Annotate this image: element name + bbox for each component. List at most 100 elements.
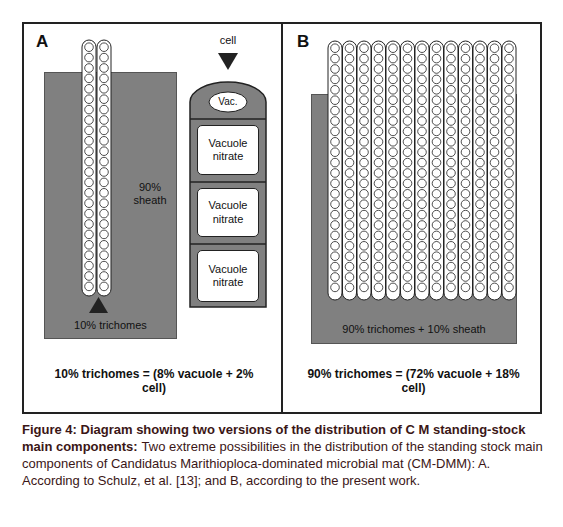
trichome-cell [85,282,94,291]
trichome-cell [447,44,456,53]
trichome-cell [461,86,470,95]
trichome-cell [403,106,412,115]
trichome-cell [374,283,383,292]
trichome-cell [331,148,340,157]
trichome-cell [403,283,412,292]
trichome-cell [418,283,427,292]
figure-caption-block: Figure 4: Diagram showing two versions o… [22,421,544,490]
trichome-cell [360,158,369,167]
trichome-cell [374,106,383,115]
trichome-cell [403,231,412,240]
trichome-cell [476,96,485,105]
trichome-sheath [372,41,386,300]
trichome-cell [360,86,369,95]
trichome-cell [100,178,109,187]
trichome-cell [505,75,514,84]
trichome-cell [403,96,412,105]
trichome-cell [461,75,470,84]
trichome-cell [447,65,456,74]
trichome-cell [345,283,354,292]
trichome [328,41,342,300]
trichome [430,41,444,300]
trichome-cell [85,126,94,135]
trichome-cell [345,200,354,209]
trichome-cell [505,127,514,136]
trichome-cell [85,230,94,239]
trichome-cell [345,127,354,136]
trichome-cell [461,117,470,126]
trichome-cell [461,158,470,167]
trichome-cell [374,54,383,63]
trichome-cell [360,138,369,147]
trichome-sheath [357,41,371,300]
trichome-cell [403,65,412,74]
trichome-cell [490,210,499,219]
trichome-cell [403,190,412,199]
cell-body [190,82,266,307]
trichome-cell [389,210,398,219]
trichome-cell [505,283,514,292]
trichome-cell [490,148,499,157]
trichome-cell [360,44,369,53]
trichome-cell [85,85,94,94]
trichome-cell [345,169,354,178]
trichome-cell [100,85,109,94]
trichome-cell [345,262,354,271]
trichome-cell [331,106,340,115]
trichome-cell [331,252,340,261]
trichome-cell [331,65,340,74]
trichome-cell [360,262,369,271]
trichome-cell [403,252,412,261]
pointer-triangle [89,297,108,313]
trichome-cell [490,65,499,74]
sheath-percent: 90% sheath [125,181,175,207]
trichome-cell [476,169,485,178]
trichome-cell [345,44,354,53]
trichome [386,41,400,300]
trichome-cell [85,241,94,250]
trichome-cell [345,210,354,219]
trichome-cell [85,168,94,177]
trichome-cell [389,75,398,84]
trichome-cell [432,252,441,261]
trichome-sheath [97,40,111,296]
trichome-sheath [343,41,357,300]
trichome-sheath [488,41,502,300]
trichome-cell [403,127,412,136]
trichome-cell [85,272,94,281]
trichome-cell [432,262,441,271]
trichome-cell [85,43,94,52]
panel: A10% trichomes = (8% vacuole + 2% cell)9… [22,22,283,414]
trichome-cell [85,64,94,73]
trichome-cell [100,157,109,166]
trichome-cell [476,252,485,261]
trichome-cell [505,96,514,105]
trichome-cell [432,148,441,157]
trichome-cell [490,96,499,105]
trichome-cell [374,127,383,136]
trichome-cell [418,231,427,240]
trichome-cell [100,95,109,104]
trichome-cell [345,86,354,95]
trichome-cell [490,283,499,292]
trichome-cell [85,199,94,208]
trichome-cell [389,231,398,240]
trichome-cell [447,96,456,105]
trichome-cell [447,262,456,271]
trichome-cell [331,283,340,292]
trichome-cell [505,65,514,74]
trichome-cell [345,148,354,157]
trichome-sheath [415,41,429,300]
trichome-cell [505,200,514,209]
trichome-cell [476,106,485,115]
trichome-cell [360,190,369,199]
trichome-cell [331,210,340,219]
trichome-cell [461,210,470,219]
trichome-cell [447,117,456,126]
vacuole-box: Vacuole nitrate [197,188,259,237]
cell-heading: cell [189,34,267,47]
trichome-cell [461,190,470,199]
trichome-cell [490,169,499,178]
trichome-cell [418,96,427,105]
trichome-cell [461,252,470,261]
